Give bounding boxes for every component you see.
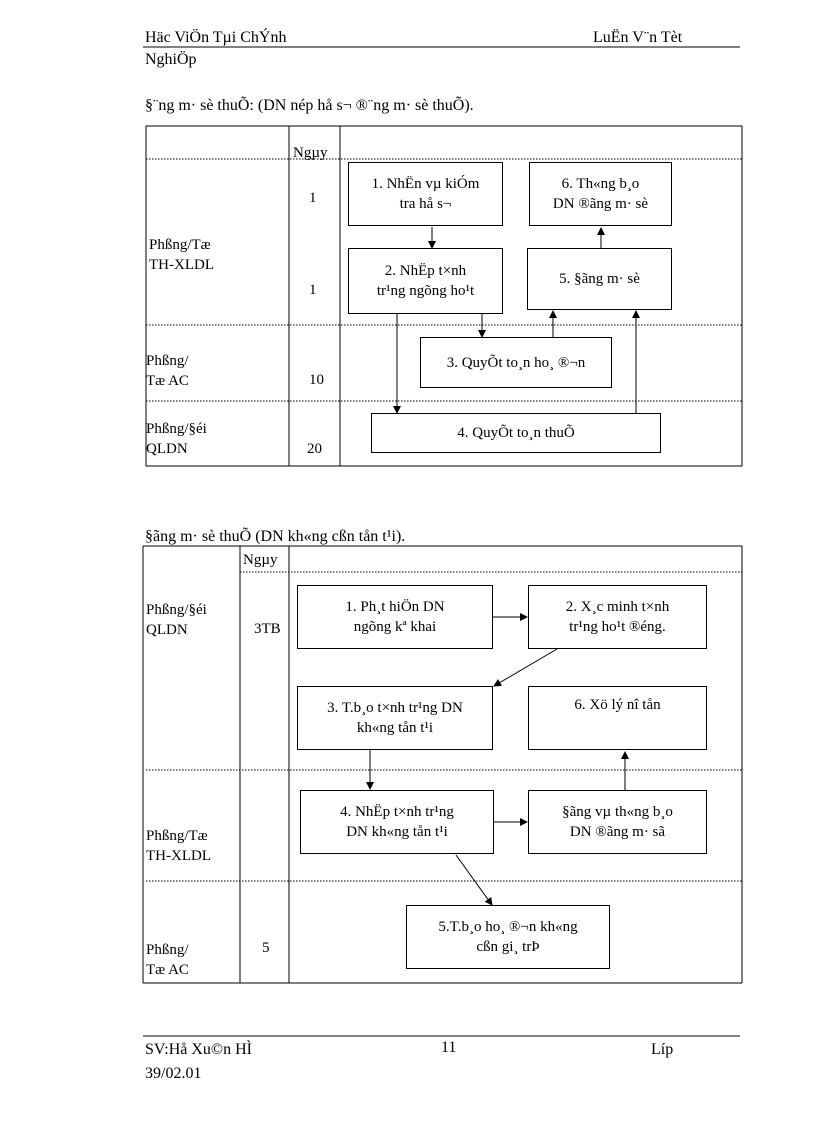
section2-days: 3TB (254, 621, 281, 637)
section2-dept-qldn: Phßng/§éi QLDN (146, 602, 207, 638)
flow2-box-close-notify: §ãng vµ th«ng b¸o DN ®ãng m· sã (528, 790, 707, 854)
section2-day-header: Ngµy (243, 552, 278, 568)
flow2-box-detect: 1. Ph¸t hiÖn DN ngõng kª khai (297, 585, 493, 649)
section1-dept-ac: Phßng/ Tæ AC (146, 353, 189, 389)
footer-class: Líp (651, 1041, 674, 1058)
section1-dept-thxldl: Phßng/Tæ TH-XLDL (149, 237, 214, 273)
flow2-box-input-status: 4. NhËp t×nh tr¹ng DN kh«ng tån t¹i (300, 790, 494, 854)
section1-days: 1 (309, 282, 317, 298)
section1-dept-qldn: Phßng/§éi QLDN (146, 421, 207, 457)
section2-dept-ac: Phßng/ Tæ AC (146, 942, 189, 978)
section1-caption: §¨ng m· sè thuÕ: (DN nép hå s¬ ®¨ng m· s… (145, 97, 474, 114)
flow2-box-invoice-invalid: 5.T.b¸o ho¸ ®¬n kh«ng cßn gi¸ trÞ (406, 905, 610, 969)
footer-class-code: 39/02.01 (145, 1065, 202, 1082)
section2-days: 5 (262, 940, 270, 956)
section2-caption: §ãng m· sè thuÕ (DN kh«ng cßn tån t¹i). (145, 528, 406, 545)
flow1-box-notify: 6. Th«ng b¸o DN ®ãng m· sè (529, 162, 672, 226)
footer-student: SV:Hå Xu©n HÌ (145, 1041, 252, 1058)
flow2-box-debt: 6. Xö lý nî tån (528, 686, 707, 750)
footer-page-number: 11 (441, 1039, 457, 1056)
header-major: NghiÖp (145, 51, 197, 68)
header-thesis: LuËn V¨n Tèt (593, 29, 683, 46)
flow2-box-report-status: 3. T.b¸o t×nh tr¹ng DN kh«ng tån t¹i (297, 686, 493, 750)
flow1-box-tax-settlement: 4. QuyÕt to¸n thuÕ (371, 413, 661, 453)
section2-dept-thxldl: Phßng/Tæ TH-XLDL (146, 828, 211, 864)
section1-days: 1 (309, 190, 317, 206)
flow1-box-invoice-settlement: 3. QuyÕt to¸n ho¸ ®¬n (420, 337, 612, 388)
section1-day-header: Ngµy (293, 145, 328, 161)
header-institute: Häc ViÖn Tµi ChÝnh (145, 29, 287, 46)
section1-days: 20 (307, 441, 322, 457)
flow1-box-receive: 1. NhËn vµ kiÓm tra hå s¬ (348, 162, 503, 226)
flow1-box-input-status: 2. NhËp t×nh tr¹ng ngõng ho¹t (348, 248, 503, 314)
flow2-box-verify: 2. X¸c minh t×nh tr¹ng ho¹t ®éng. (528, 585, 707, 649)
section1-days: 10 (309, 372, 324, 388)
flow1-box-close-code: 5. §ãng m· sè (527, 248, 672, 310)
